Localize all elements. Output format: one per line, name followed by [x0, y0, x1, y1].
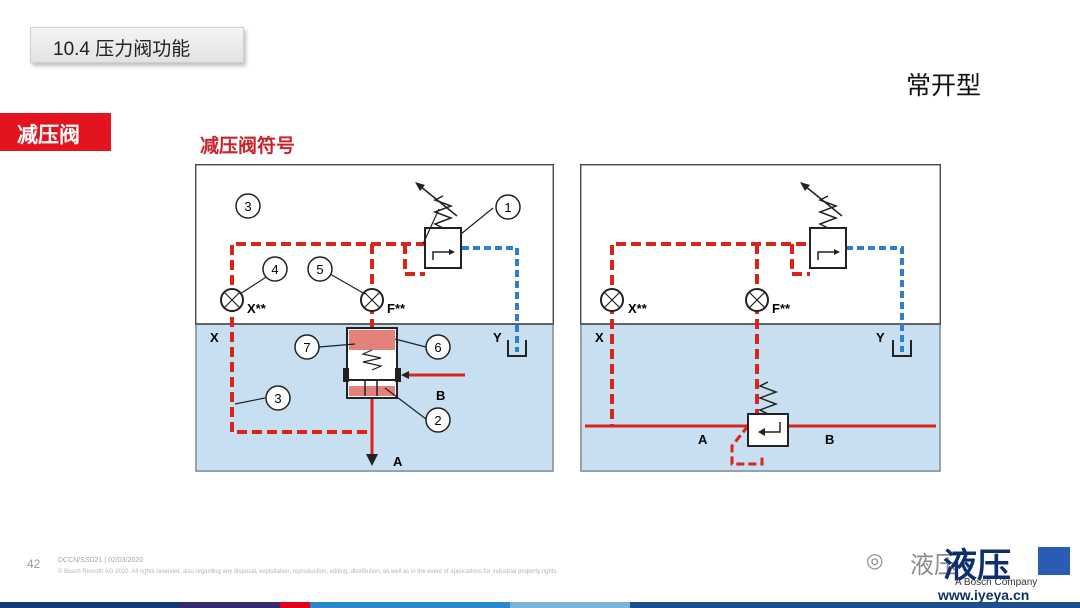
callout-7: 7: [294, 334, 320, 360]
pilot-valve: [424, 227, 462, 269]
drain-line: [462, 246, 519, 352]
svg-text:7: 7: [303, 340, 310, 355]
svg-text:1: 1: [504, 200, 511, 215]
gauge-x-label-right: X**: [628, 301, 648, 316]
pressure-reducing-valve-diagram-left: 1 3 4 5 7 6 3 2 X** F** X Y B A: [195, 164, 554, 472]
port-b-label: B: [436, 388, 445, 403]
port-y-label-right: Y: [876, 330, 885, 345]
diagram-title: 减压阀符号: [200, 136, 296, 157]
port-b-label-right: B: [825, 432, 834, 447]
section-title-box: 10.4 压力阀功能: [30, 27, 244, 63]
callout-4: 4: [262, 256, 288, 282]
page-number: 42: [27, 557, 41, 571]
watermark-url: www.iyeya.cn: [938, 587, 1030, 603]
svg-text:2: 2: [434, 413, 441, 428]
gauge-f-label: F**: [387, 301, 406, 316]
valve-type-label: 常开型: [906, 71, 982, 100]
port-b-arrow: [401, 371, 409, 379]
callout-3-upper: 3: [235, 193, 261, 219]
main-valve-symbol: [747, 413, 789, 447]
port-a-label: A: [393, 454, 403, 469]
callout-2: 2: [425, 407, 451, 433]
svg-text:5: 5: [316, 262, 323, 277]
port-x-label-right: X: [595, 330, 604, 345]
watermark-logo: [1038, 547, 1070, 575]
port-a-label-right: A: [698, 432, 708, 447]
port-a-arrow: [366, 454, 378, 466]
watermark-text-2: 液压: [943, 547, 1011, 585]
svg-text:6: 6: [434, 340, 441, 355]
tank-symbol: [507, 340, 527, 357]
footer-copyright: © Bosch Rexroth AG 2020. All rights rese…: [58, 569, 559, 575]
svg-text:4: 4: [271, 262, 278, 277]
callout-1: 1: [495, 194, 521, 220]
section-tag-label: 减压阀: [17, 124, 80, 147]
gauge-x-label: X**: [247, 301, 267, 316]
port-x-label: X: [210, 330, 219, 345]
footer-doc-id: DCCN/SSD21 | 02/03/2020: [58, 557, 144, 564]
section-tag: 减压阀: [0, 113, 111, 151]
spring-icon: [432, 195, 454, 229]
gauge-f-label-right: F**: [772, 301, 791, 316]
section-title: 10.4 压力阀功能: [53, 39, 191, 60]
svg-text:3: 3: [244, 199, 251, 214]
company-tagline: A Bosch Company: [955, 577, 1038, 588]
pressure-reducing-valve-diagram-right: X** F** X Y A B: [580, 164, 941, 472]
callout-3-lower: 3: [265, 385, 291, 411]
callout-6: 6: [425, 334, 451, 360]
watermark-text-1: 液压: [910, 552, 958, 579]
svg-text:3: 3: [274, 391, 281, 406]
wechat-icon: ◎: [866, 550, 884, 572]
callout-5: 5: [307, 256, 333, 282]
port-y-label: Y: [493, 330, 502, 345]
